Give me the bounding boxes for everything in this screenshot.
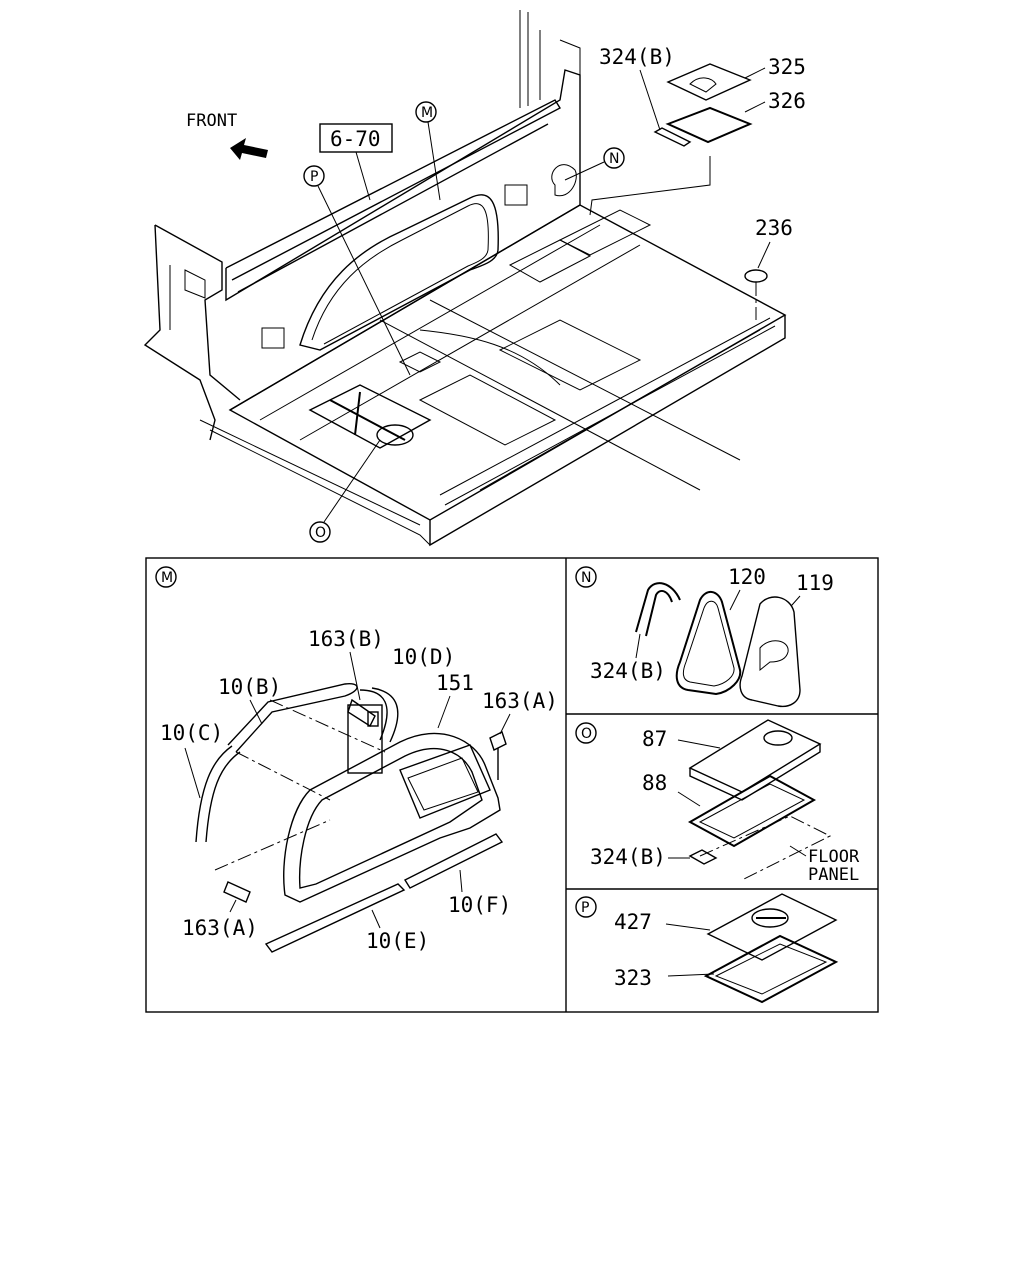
label-163a-top: 163(A) — [482, 689, 558, 713]
label-163a-bottom: 163(A) — [182, 916, 258, 940]
cover-325 — [666, 63, 752, 101]
panel-p: P 427 323 — [575, 893, 839, 1004]
label-163b: 163(B) — [308, 627, 384, 651]
seal-88 — [687, 774, 817, 848]
svg-text:M: M — [161, 570, 173, 586]
panel-o: O 87 88 324(B) FLOOR PANEL — [575, 719, 860, 885]
label-324b-o: 324(B) — [590, 845, 666, 869]
panel-label: PANEL — [808, 865, 859, 885]
liner-151 — [283, 732, 501, 903]
floor-platform — [228, 204, 787, 521]
trim-10c — [195, 745, 241, 843]
label-324b-n: 324(B) — [590, 659, 666, 683]
floor-label: FLOOR — [808, 847, 860, 867]
label-324b-main: 324(B) — [599, 45, 675, 69]
front-arrow-icon — [230, 138, 268, 160]
svg-text:O: O — [581, 726, 592, 742]
label-323: 323 — [614, 966, 652, 990]
gasket-120 — [675, 591, 742, 696]
seal-324b-o — [688, 849, 718, 865]
panel-m-tag — [155, 566, 177, 588]
access-panel-o — [308, 384, 432, 449]
detail-frame — [145, 557, 879, 1013]
label-88: 88 — [642, 771, 667, 795]
label-120: 120 — [728, 565, 766, 589]
label-326: 326 — [768, 89, 806, 113]
main-floor-view: FRONT 6-70 — [143, 10, 806, 547]
panel-p-tag — [575, 896, 597, 918]
svg-text:P: P — [581, 900, 589, 916]
svg-text:P: P — [310, 169, 318, 185]
trim-10b — [227, 682, 358, 753]
seal-323 — [703, 934, 839, 1004]
ref-box-label: 6-70 — [330, 127, 381, 151]
plug-236 — [744, 269, 768, 283]
callout-p — [303, 165, 325, 187]
callout-o — [309, 521, 331, 543]
svg-text:M: M — [421, 105, 433, 121]
label-151: 151 — [436, 671, 474, 695]
callout-n — [603, 147, 625, 169]
side-wall — [143, 224, 216, 441]
seal-326 — [665, 106, 753, 144]
callout-m — [415, 101, 437, 123]
label-10c: 10(C) — [160, 721, 223, 745]
trim-10e — [264, 883, 406, 953]
panel-n-tag — [575, 566, 597, 588]
label-87: 87 — [642, 727, 667, 751]
svg-text:N: N — [581, 570, 591, 586]
label-236: 236 — [755, 216, 793, 240]
panel-m: M 163(B) 10(D) 10(B) 151 163(A) 10(C) 16… — [155, 566, 558, 953]
panel-o-tag — [575, 722, 597, 744]
label-10f: 10(F) — [448, 893, 511, 917]
wheel-house — [299, 194, 499, 351]
label-10b: 10(B) — [218, 675, 281, 699]
label-10d: 10(D) — [392, 645, 455, 669]
label-119: 119 — [796, 571, 834, 595]
panel-n: N 120 119 324(B) — [575, 565, 834, 708]
front-label: FRONT — [186, 111, 237, 131]
svg-text:N: N — [609, 151, 619, 167]
label-325: 325 — [768, 55, 806, 79]
trim-10f — [404, 833, 504, 889]
cover-87 — [688, 719, 822, 793]
cover-119 — [739, 596, 801, 708]
seal-324b-n — [635, 582, 681, 637]
svg-text:O: O — [315, 525, 326, 541]
label-427: 427 — [614, 910, 652, 934]
label-10e: 10(E) — [366, 929, 429, 953]
